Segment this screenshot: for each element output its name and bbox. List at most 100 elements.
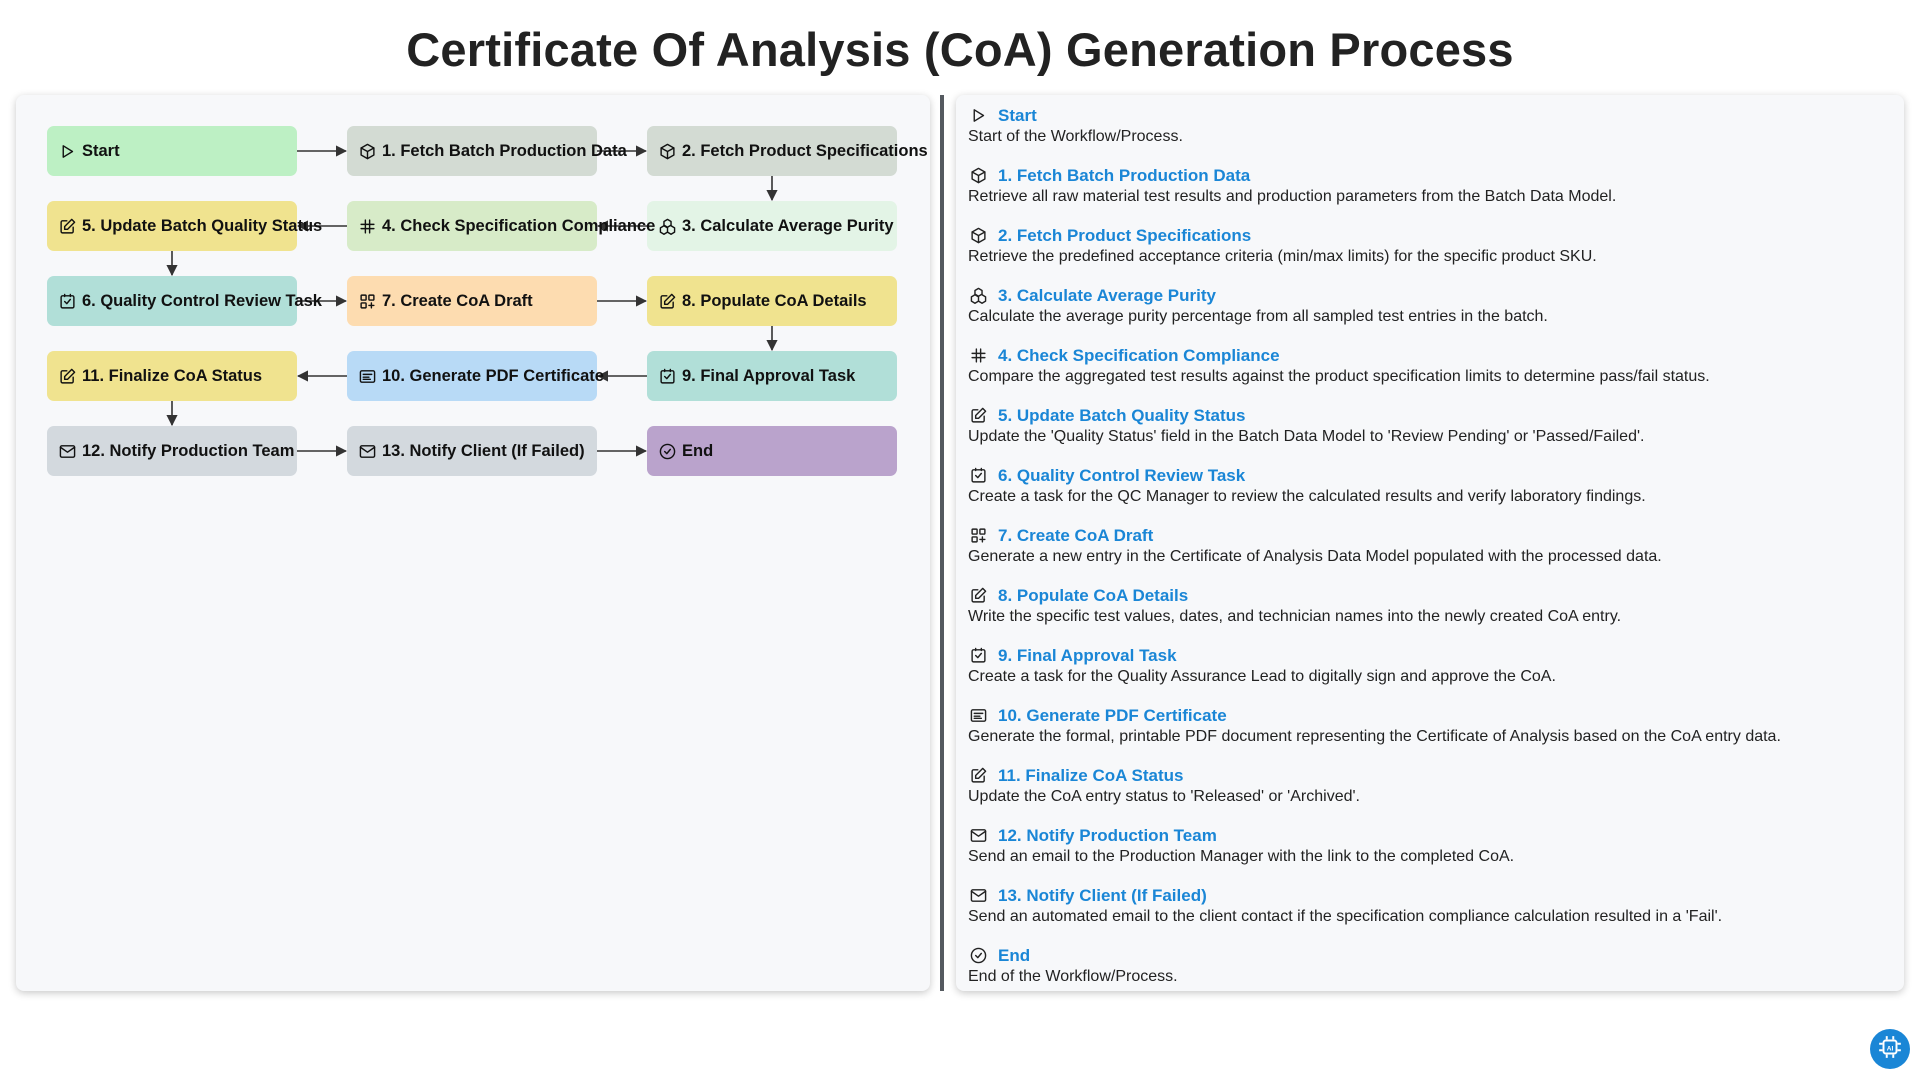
flow-node-label: 3. Calculate Average Purity xyxy=(682,216,894,235)
flow-node-label: Start xyxy=(82,141,120,160)
flow-node-label: 1. Fetch Batch Production Data xyxy=(382,141,627,160)
step-title-link[interactable]: 6. Quality Control Review Task xyxy=(998,465,1246,485)
ai-assistant-button[interactable]: AI xyxy=(1870,1029,1910,1069)
step-title-link[interactable]: 3. Calculate Average Purity xyxy=(998,285,1216,305)
flow-node-step-6[interactable]: 6. Quality Control Review Task xyxy=(47,276,322,326)
flow-node-label: 7. Create CoA Draft xyxy=(382,291,533,310)
edit-icon xyxy=(57,366,77,386)
step-description: Update the 'Quality Status' field in the… xyxy=(968,428,1645,445)
mail-icon xyxy=(357,441,377,461)
step-description: Update the CoA entry status to 'Released… xyxy=(968,788,1360,805)
step-description: Send an email to the Production Manager … xyxy=(968,848,1515,865)
step-title-link[interactable]: 10. Generate PDF Certificate xyxy=(998,705,1227,725)
step-description: Retrieve all raw material test results a… xyxy=(968,188,1617,205)
flow-node-step-9[interactable]: 9. Final Approval Task xyxy=(647,351,897,401)
hash-icon xyxy=(357,216,377,236)
step-item: 13. Notify Client (If Failed)Send an aut… xyxy=(968,885,1892,927)
step-description: Compare the aggregated test results agai… xyxy=(968,368,1710,385)
flow-node-step-8[interactable]: 8. Populate CoA Details xyxy=(647,276,897,326)
flow-node-step-4[interactable]: 4. Check Specification Compliance xyxy=(347,201,655,251)
edit-icon xyxy=(968,586,988,606)
check-circle-icon xyxy=(968,946,988,966)
flow-node-label: 4. Check Specification Compliance xyxy=(382,216,656,235)
step-title-link[interactable]: 1. Fetch Batch Production Data xyxy=(998,165,1251,185)
flow-node-step-13[interactable]: 13. Notify Client (If Failed) xyxy=(347,426,597,476)
step-description: Calculate the average purity percentage … xyxy=(968,308,1548,325)
step-title-link[interactable]: 4. Check Specification Compliance xyxy=(998,345,1280,365)
play-icon xyxy=(968,106,988,126)
step-title-link[interactable]: 5. Update Batch Quality Status xyxy=(998,405,1246,425)
ai-chip-icon: AI xyxy=(1877,1034,1903,1065)
step-title-link[interactable]: 7. Create CoA Draft xyxy=(998,525,1154,545)
step-title-link[interactable]: 13. Notify Client (If Failed) xyxy=(998,885,1207,905)
checkbox-icon xyxy=(968,466,988,486)
flow-node-label: 9. Final Approval Task xyxy=(682,366,856,385)
hash-icon xyxy=(968,346,988,366)
play-icon xyxy=(57,141,77,161)
grid-add-icon xyxy=(357,291,377,311)
flow-node-start[interactable]: Start xyxy=(47,126,297,176)
edit-icon xyxy=(968,406,988,426)
step-title-link[interactable]: 12. Notify Production Team xyxy=(998,825,1217,845)
flow-node-label: 11. Finalize CoA Status xyxy=(82,366,263,385)
step-title-link[interactable]: End xyxy=(998,945,1031,965)
cubes-icon xyxy=(968,286,988,306)
cube-icon xyxy=(968,166,988,186)
flow-node-step-12[interactable]: 12. Notify Production Team xyxy=(47,426,297,476)
page-title: Certificate Of Analysis (CoA) Generation… xyxy=(406,23,1514,76)
step-description: Create a task for the QC Manager to revi… xyxy=(968,488,1646,505)
step-description: Retrieve the predefined acceptance crite… xyxy=(968,248,1597,265)
step-description: Generate a new entry in the Certificate … xyxy=(968,548,1662,565)
flow-node-label: 8. Populate CoA Details xyxy=(682,291,867,310)
flow-node-step-7[interactable]: 7. Create CoA Draft xyxy=(347,276,597,326)
mail-icon xyxy=(57,441,77,461)
cubes-icon xyxy=(657,216,677,236)
edit-icon xyxy=(968,766,988,786)
step-title-link[interactable]: 2. Fetch Product Specifications xyxy=(998,225,1252,245)
flow-node-step-1[interactable]: 1. Fetch Batch Production Data xyxy=(347,126,627,176)
step-title-link[interactable]: 8. Populate CoA Details xyxy=(998,585,1189,605)
step-title-link[interactable]: Start xyxy=(998,105,1037,125)
step-title-link[interactable]: 11. Finalize CoA Status xyxy=(998,765,1184,785)
flow-node-label: 2. Fetch Product Specifications xyxy=(682,141,928,160)
edit-icon xyxy=(657,291,677,311)
document-icon xyxy=(357,366,377,386)
flow-node-label: 10. Generate PDF Certificate xyxy=(382,366,604,385)
flow-node-step-2[interactable]: 2. Fetch Product Specifications xyxy=(647,126,928,176)
flow-node-label: End xyxy=(682,441,714,460)
flow-node-step-10[interactable]: 10. Generate PDF Certificate xyxy=(347,351,604,401)
checkbox-icon xyxy=(657,366,677,386)
edit-icon xyxy=(57,216,77,236)
flow-node-step-5[interactable]: 5. Update Batch Quality Status xyxy=(47,201,322,251)
flow-node-step-3[interactable]: 3. Calculate Average Purity xyxy=(647,201,897,251)
flow-diagram-panel: Start 1. Fetch Batch Production Data 2. Fe… xyxy=(16,95,930,991)
step-description: Write the specific test values, dates, a… xyxy=(968,608,1622,625)
step-description: Generate the formal, printable PDF docum… xyxy=(968,728,1781,745)
flow-node-end[interactable]: End xyxy=(647,426,897,476)
step-description: Start of the Workflow/Process. xyxy=(968,128,1183,145)
step-description: Create a task for the Quality Assurance … xyxy=(968,668,1556,685)
step-description: End of the Workflow/Process. xyxy=(968,968,1178,985)
grid-add-icon xyxy=(968,526,988,546)
checkbox-icon xyxy=(57,291,77,311)
flow-node-step-11[interactable]: 11. Finalize CoA Status xyxy=(47,351,297,401)
cube-icon xyxy=(968,226,988,246)
document-icon xyxy=(968,706,988,726)
cube-icon xyxy=(657,141,677,161)
step-title-link[interactable]: 9. Final Approval Task xyxy=(998,645,1177,665)
panel-divider xyxy=(940,95,944,991)
mail-icon xyxy=(968,826,988,846)
